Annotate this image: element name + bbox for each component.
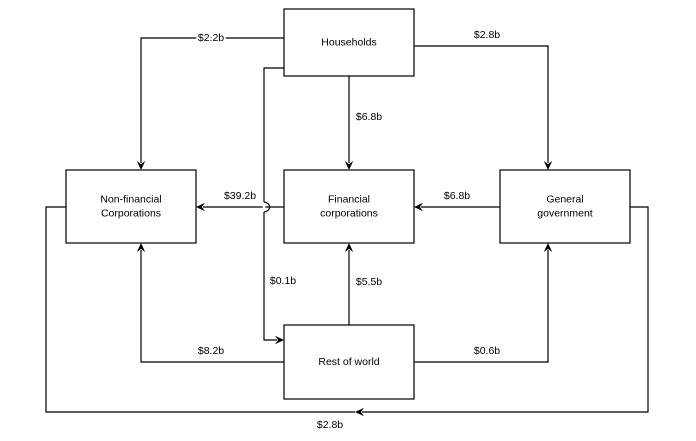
- flow-label-halo-hh-to-fin: $6.8b: [356, 111, 382, 123]
- node-label-restofworld: Rest of world: [318, 356, 379, 368]
- flow-label-gov-to-fin: $6.8b: [444, 190, 470, 202]
- arrowhead-row-to-nfc: [136, 243, 146, 252]
- flow-label-hh-to-fin: $6.8b: [356, 111, 382, 123]
- line-jumps-layer: [262, 201, 271, 213]
- arrowhead-hh-to-fin: [344, 161, 354, 170]
- flow-edge-gov-to-nfc: [362, 206, 649, 413]
- flow-label-hh-to-nfc: $2.2b: [198, 32, 224, 44]
- node-label-financial: Financial: [328, 193, 370, 205]
- arrowhead-row-to-gov: [543, 243, 553, 252]
- flow-label-hh-to-row: $0.1b: [270, 275, 296, 287]
- flow-label-row-to-fin: $5.5b: [356, 276, 382, 288]
- flow-label-halo-row-to-fin: $5.5b: [356, 276, 382, 288]
- node-box-nonfinancial: [65, 169, 197, 244]
- flow-label-halo-gov-to-nfc: $2.8b: [317, 419, 343, 431]
- arrowhead-fin-to-nfc: [196, 202, 205, 212]
- flow-edge-nfc-tail: [45, 206, 355, 413]
- flow-edge-row-to-nfc: [140, 250, 284, 363]
- arrowheads-layer: [136, 161, 553, 417]
- arrowhead-gov-to-fin: [414, 202, 423, 212]
- node-government[interactable]: General government: [499, 169, 631, 244]
- flow-edge-hh-to-gov: [414, 45, 549, 163]
- flow-label-fin-to-nfc: $39.2b: [224, 190, 256, 202]
- node-label-nonfinancial: Non-financial: [100, 193, 161, 205]
- node-label-financial: corporations: [320, 207, 378, 219]
- line-jump-jump-hh-row-over-fin-nfc: [263, 201, 271, 213]
- flow-label-halo-hh-to-row: $0.1b: [270, 275, 296, 287]
- node-label-government: government: [537, 207, 593, 219]
- node-box-households: [283, 8, 415, 77]
- arrowhead-row-to-fin: [344, 243, 354, 252]
- node-restofworld[interactable]: Rest of world: [283, 324, 415, 400]
- node-households[interactable]: Households: [283, 8, 415, 77]
- flow-label-row-to-gov: $0.6b: [474, 345, 500, 357]
- flow-label-row-to-nfc: $8.2b: [198, 345, 224, 357]
- flow-label-halo-hh-to-gov: $2.8b: [474, 29, 500, 41]
- node-box-restofworld: [283, 324, 415, 400]
- node-financial[interactable]: Financial corporations: [283, 169, 415, 244]
- arrowhead-gov-to-nfc: [355, 407, 364, 417]
- node-box-government: [499, 169, 631, 244]
- node-label-government: General: [546, 193, 583, 205]
- flow-edge-row-to-gov: [414, 250, 549, 363]
- flow-label-halo-row-to-nfc: $8.2b: [198, 345, 224, 357]
- flow-label-halo-row-to-gov: $0.6b: [474, 345, 500, 357]
- flow-label-halo-hh-to-nfc: $2.2b: [198, 32, 224, 44]
- flow-label-halo-fin-to-nfc: $39.2b: [224, 190, 256, 202]
- arrowhead-hh-to-gov: [543, 161, 553, 170]
- node-box-financial: [283, 169, 415, 244]
- edge-labels-layer: $2.2b$2.2b$2.8b$2.8b$6.8b$6.8b$39.2b$39.…: [196, 27, 502, 433]
- flow-edge-hh-to-nfc: [140, 37, 284, 163]
- flow-label-hh-to-gov: $2.8b: [474, 29, 500, 41]
- arrowhead-hh-to-nfc: [136, 161, 146, 170]
- arrowhead-hh-to-row: [275, 335, 284, 345]
- flow-edge-hh-to-row: [263, 67, 284, 341]
- node-label-nonfinancial: Corporations: [101, 207, 161, 219]
- node-label-households: Households: [321, 36, 376, 48]
- flow-label-gov-to-nfc: $2.8b: [317, 419, 343, 431]
- flow-label-halo-gov-to-fin: $6.8b: [444, 190, 470, 202]
